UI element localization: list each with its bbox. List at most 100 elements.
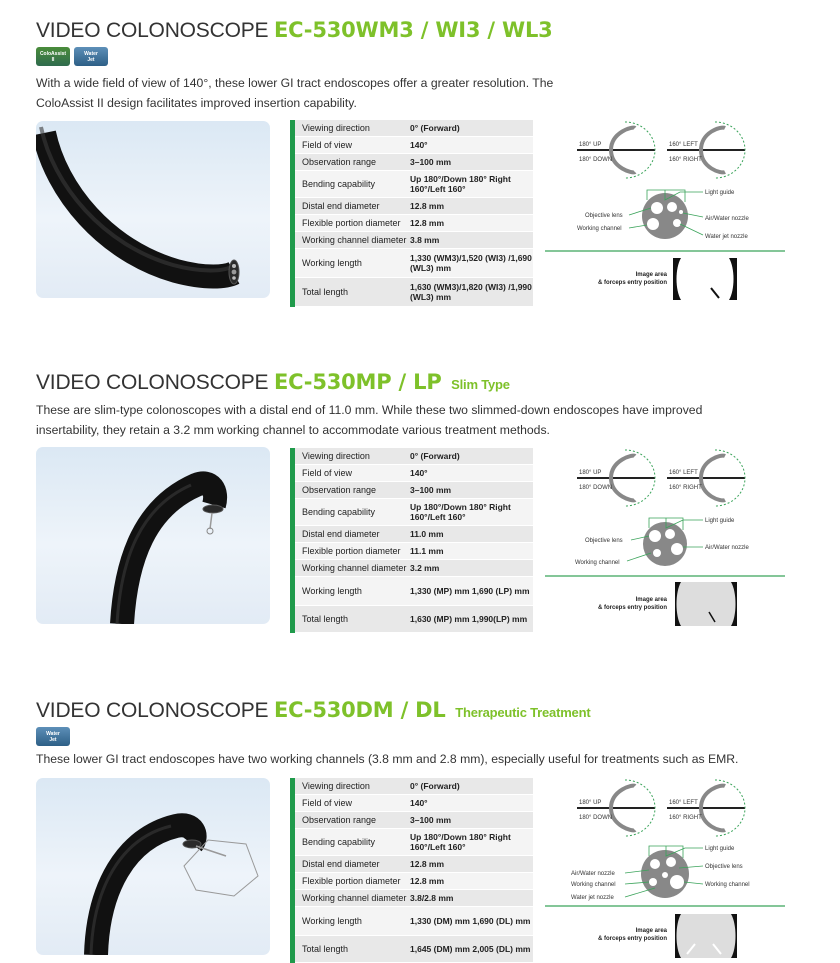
bend-right-label: 160° RIGHT xyxy=(669,157,702,163)
spec-value: 12.8 mm xyxy=(410,876,445,886)
spec-row: Total length 1,630 (WM3)/1,820 (WI3) /1,9… xyxy=(295,278,533,307)
air-water-nozzle-label: Air/Water nozzle xyxy=(705,216,749,222)
spec-value: 140° xyxy=(410,140,428,150)
image-area-label: Image area xyxy=(636,928,668,934)
product-title: VIDEO COLONOSCOPE EC-530WM3 / WI3 / WL3 xyxy=(36,18,553,43)
bend-right-label: 160° RIGHT xyxy=(669,485,702,491)
spec-value: 140° xyxy=(410,798,428,808)
spec-label: Flexible portion diameter xyxy=(302,546,401,556)
endoscope-photo xyxy=(36,778,270,955)
spec-label: Observation range xyxy=(302,815,377,825)
technical-diagram: 180° UP 180° DOWN 160° LEFT 160° RIGHT xyxy=(545,778,785,960)
badge-line2: Jet xyxy=(49,737,57,743)
spec-value: 12.8 mm xyxy=(410,218,445,228)
distal-tip-diagram: Light guide Objective lens Working chann… xyxy=(577,189,749,240)
spec-value: 0° (Forward) xyxy=(410,781,460,791)
water-jet-nozzle-label: Water jet nozzle xyxy=(571,895,614,901)
spec-row: Flexible portion diameter 11.1 mm xyxy=(295,543,533,560)
spec-row: Distal end diameter 11.0 mm xyxy=(295,526,533,543)
spec-value: 3–100 mm xyxy=(410,157,452,167)
badge-line1: ColoAssist xyxy=(39,51,67,57)
spec-value: 0° (Forward) xyxy=(410,123,460,133)
bend-down-label: 180° DOWN xyxy=(579,157,612,163)
spec-row: Total length 1,630 (MP) mm 1,990(LP) mm xyxy=(295,606,533,633)
spec-label: Viewing direction xyxy=(302,123,370,133)
waterjet-badge-icon: Water Jet xyxy=(36,727,70,746)
spec-label: Observation range xyxy=(302,157,377,167)
spec-value: 1,330 (MP) mm 1,690 (LP) mm xyxy=(410,586,530,596)
badge-line1: Water xyxy=(46,731,60,737)
feature-badges: Water Jet xyxy=(36,727,70,746)
spec-row: Flexible portion diameter 12.8 mm xyxy=(295,873,533,890)
bending-leftright-diagram: 160° LEFT 160° RIGHT xyxy=(667,449,746,507)
title-prefix: VIDEO COLONOSCOPE xyxy=(36,371,269,394)
objective-lens-label: Objective lens xyxy=(705,864,743,870)
working-channel-label: Working channel xyxy=(705,882,750,888)
spec-row: Observation range 3–100 mm xyxy=(295,812,533,829)
endoscope-photo xyxy=(36,447,270,624)
bending-updown-diagram: 180° UP 180° DOWN xyxy=(577,121,656,179)
air-water-nozzle-label: Air/Water nozzle xyxy=(705,545,749,551)
spec-label: Working channel diameter xyxy=(302,563,407,573)
model-name: EC-530MP / LP xyxy=(273,370,442,394)
spec-label: Viewing direction xyxy=(302,451,370,461)
badge-line1: Water xyxy=(84,51,98,57)
objective-lens-label: Objective lens xyxy=(585,213,623,219)
light-guide-label: Light guide xyxy=(705,846,735,852)
spec-label: Working length xyxy=(302,586,362,596)
spec-label: Working channel diameter xyxy=(302,235,407,245)
image-area-diagram: Image area & forceps entry position xyxy=(598,258,737,300)
title-prefix: VIDEO COLONOSCOPE xyxy=(36,19,269,42)
spec-row: Working length 1,330 (MP) mm 1,690 (LP) m… xyxy=(295,577,533,606)
spec-label: Working length xyxy=(302,258,362,268)
spec-label: Distal end diameter xyxy=(302,529,380,539)
spec-label: Flexible portion diameter xyxy=(302,876,401,886)
spec-value: 1,630 (WM3)/1,820 (WI3) /1,990 (WL3) mm xyxy=(410,282,532,302)
spec-value: 11.0 mm xyxy=(410,529,444,539)
objective-lens-label: Objective lens xyxy=(585,538,623,544)
spec-value: 3–100 mm xyxy=(410,485,452,495)
product-title: VIDEO COLONOSCOPE EC-530MP / LP Slim Typ… xyxy=(36,370,510,395)
title-prefix: VIDEO COLONOSCOPE xyxy=(36,699,269,722)
spec-value: 3–100 mm xyxy=(410,815,452,825)
spec-value: Up 180°/Down 180° Right 160°/Left 160° xyxy=(410,502,511,522)
bending-leftright-diagram: 160° LEFT 160° RIGHT xyxy=(667,779,746,837)
spec-label: Total length xyxy=(302,287,349,297)
spec-value: 1,630 (MP) mm 1,990(LP) mm xyxy=(410,614,528,624)
image-area-diagram: Image area & forceps entry position xyxy=(598,582,737,626)
badge-line2: Jet xyxy=(87,57,95,63)
technical-diagram: 180° UP 180° DOWN 160° LEFT 160° RIGHT xyxy=(545,120,785,305)
model-subtitle: Slim Type xyxy=(451,377,510,392)
spec-label: Total length xyxy=(302,614,349,624)
technical-diagram: 180° UP 180° DOWN 160° LEFT 160° RIGHT xyxy=(545,448,785,633)
spec-label: Working channel diameter xyxy=(302,893,407,903)
light-guide-label: Light guide xyxy=(705,190,735,196)
bending-leftright-diagram: 160° LEFT 160° RIGHT xyxy=(667,121,746,179)
spec-row: Viewing direction 0° (Forward) xyxy=(295,120,533,137)
spec-value: 3.2 mm xyxy=(410,563,440,573)
coloassist-badge-icon: ColoAssist II xyxy=(36,47,70,66)
image-area-label: Image area xyxy=(636,272,668,278)
spec-value: 1,330 (DM) mm 1,690 (DL) mm xyxy=(410,916,531,926)
bend-up-label: 180° UP xyxy=(579,142,601,148)
image-area-diagram: Image area & forceps entry position xyxy=(598,914,737,958)
air-water-nozzle-label: Air/Water nozzle xyxy=(571,871,615,877)
model-name: EC-530WM3 / WI3 / WL3 xyxy=(273,18,553,42)
spec-label: Field of view xyxy=(302,798,353,808)
spec-label: Distal end diameter xyxy=(302,859,380,869)
spec-value: 11.1 mm xyxy=(410,546,444,556)
distal-tip-diagram: Light guide Objective lens Working chann… xyxy=(571,845,750,901)
product-description: These lower GI tract endoscopes have two… xyxy=(36,752,739,766)
